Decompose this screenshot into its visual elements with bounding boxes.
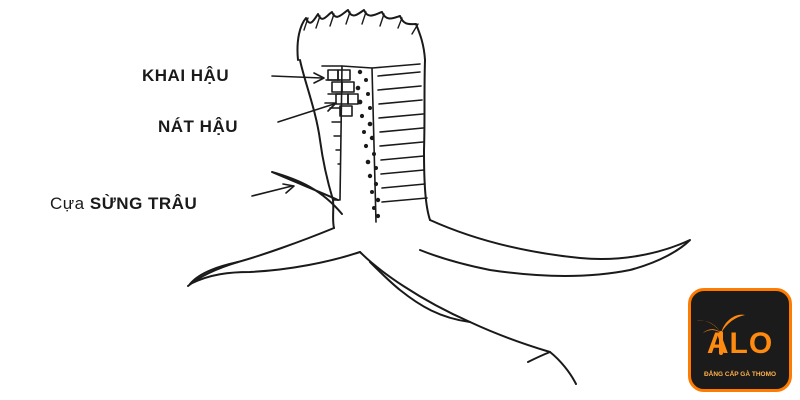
label-nat-hau: NÁT HẬU <box>158 117 238 136</box>
logo-subtitle: ĐẲNG CẤP GÀ THOMO <box>703 371 777 378</box>
label-sung-trau: SỪNG TRÂU <box>89 194 198 213</box>
label-khai-hau: KHAI HẬU <box>142 66 230 85</box>
shank-right-edge <box>423 59 431 221</box>
nat-hau-dots <box>355 69 381 219</box>
alo-logo: ALO ĐẲNG CẤP GÀ THOMO <box>688 288 792 392</box>
left-toe <box>189 227 361 285</box>
middle-toe <box>359 251 577 385</box>
shank-left-edge <box>299 59 335 229</box>
shank-scales <box>377 71 428 203</box>
label-cua-prefix: Cựa <box>50 194 85 213</box>
spur <box>271 171 343 215</box>
palm-tree-icon <box>697 314 745 355</box>
logo-text: ALO <box>706 327 774 360</box>
label-cua-sung-trau: Cựa SỪNG TRÂU <box>50 194 197 214</box>
khai-hau-scales <box>327 69 359 117</box>
left-toe-claw <box>187 261 239 287</box>
feather-tuft <box>296 9 426 61</box>
right-toe <box>419 219 691 278</box>
arrow-khai-hau <box>271 75 323 79</box>
middle-toe-claw <box>527 351 551 363</box>
arrow-nat-hau <box>277 103 335 123</box>
arrow-spur <box>251 185 293 197</box>
